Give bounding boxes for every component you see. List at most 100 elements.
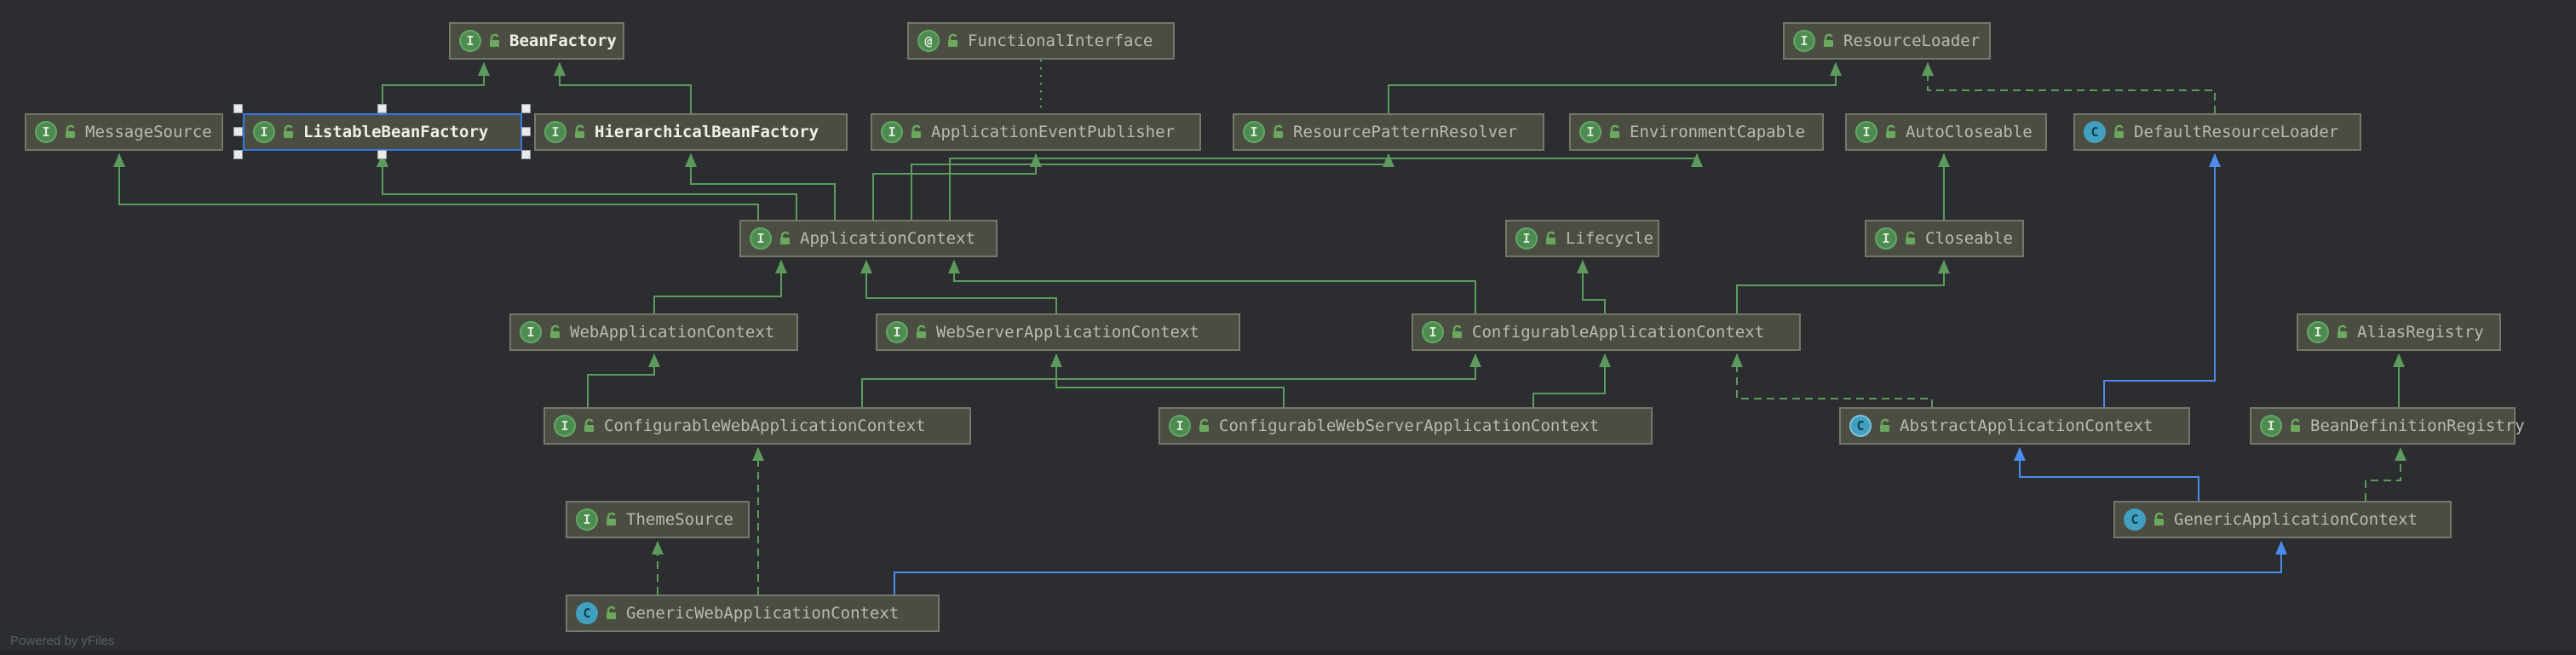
edge-applicationcontext-to-resourcepatternresolver[interactable] [911, 153, 1394, 220]
interface-icon: I [1422, 321, 1444, 343]
node-hierarchical-bean-factory[interactable]: I HierarchicalBeanFactory [534, 113, 848, 151]
node-default-resource-loader[interactable]: C DefaultResourceLoader [2073, 113, 2361, 151]
annotation-icon: @ [917, 30, 940, 52]
public-lock-icon [917, 325, 926, 338]
public-lock-icon [1274, 124, 1283, 138]
node-message-source[interactable]: I MessageSource [25, 113, 223, 151]
node-label: WebServerApplicationContext [936, 323, 1199, 342]
edge-webapplicationcontext-to-applicationcontext[interactable] [653, 260, 787, 313]
edge-genericapplicationcontext-to-beandefinitionregistry[interactable] [2365, 447, 2406, 501]
node-label: AutoCloseable [1906, 123, 2033, 141]
node-auto-closeable[interactable]: I AutoCloseable [1845, 113, 2047, 151]
public-lock-icon [2154, 512, 2164, 526]
edge-abstractapplicationcontext-to-configurableapplicationcontext[interactable] [1731, 353, 1933, 407]
selection-handle[interactable] [233, 127, 243, 136]
node-label: GenericApplicationContext [2174, 510, 2418, 529]
edge-hierarchicalbeanfactory-to-beanfactory[interactable] [554, 62, 692, 113]
public-lock-icon [1906, 231, 1915, 244]
node-resource-loader[interactable]: I ResourceLoader [1783, 22, 1991, 60]
public-lock-icon [2337, 325, 2347, 338]
node-abstract-application-context[interactable]: C AbstractApplicationContext [1839, 407, 2190, 445]
node-configurable-application-context[interactable]: I ConfigurableApplicationContext [1412, 313, 1801, 351]
selection-handle[interactable] [521, 150, 531, 159]
interface-icon: I [1579, 121, 1601, 143]
public-lock-icon [1199, 418, 1209, 432]
node-bean-definition-registry[interactable]: I BeanDefinitionRegistry [2250, 407, 2525, 445]
interface-icon: I [253, 121, 275, 143]
abstract-class-icon: C [1849, 415, 1872, 437]
selection-handle[interactable] [377, 104, 387, 113]
edge-abstractapplicationcontext-to-defaultresourceloader[interactable] [2103, 153, 2221, 407]
edge-configurablewebapplicationcontext-to-configurableapplicationcontext[interactable] [861, 353, 1481, 407]
node-label: ListableBeanFactory [303, 123, 489, 141]
node-theme-source[interactable]: I ThemeSource [566, 501, 750, 538]
node-label: FunctionalInterface [968, 32, 1153, 50]
node-application-event-publisher[interactable]: I ApplicationEventPublisher [871, 113, 1201, 151]
public-lock-icon [2291, 418, 2300, 432]
public-lock-icon [490, 33, 499, 47]
node-web-application-context[interactable]: I WebApplicationContext [509, 313, 798, 351]
node-label: ConfigurableWebApplicationContext [604, 417, 926, 435]
edge-genericapplicationcontext-to-abstractapplicationcontext[interactable] [2014, 447, 2199, 501]
public-lock-icon [1880, 418, 1889, 432]
public-lock-icon [607, 512, 616, 526]
selection-handle[interactable] [521, 127, 531, 136]
public-lock-icon [948, 33, 957, 47]
node-configurable-web-application-context[interactable]: I ConfigurableWebApplicationContext [543, 407, 971, 445]
selection-handle[interactable] [377, 150, 387, 159]
edge-configurablewebapplicationcontext-to-webapplicationcontext[interactable] [587, 353, 660, 407]
selection-handle[interactable] [233, 150, 243, 159]
node-environment-capable[interactable]: I EnvironmentCapable [1569, 113, 1824, 151]
node-bean-factory[interactable]: I BeanFactory [449, 22, 624, 60]
interface-icon: I [1855, 121, 1877, 143]
interface-icon: I [554, 415, 576, 437]
node-label: ConfigurableWebServerApplicationContext [1219, 417, 1600, 435]
node-alias-registry[interactable]: I AliasRegistry [2297, 313, 2501, 351]
node-web-server-application-context[interactable]: I WebServerApplicationContext [876, 313, 1240, 351]
edge-configurablewebserverapplicationcontext-to-configurableapplicationcontext[interactable] [1532, 353, 1611, 407]
node-listable-bean-factory[interactable]: I ListableBeanFactory [243, 113, 522, 151]
node-resource-pattern-resolver[interactable]: I ResourcePatternResolver [1233, 113, 1544, 151]
edge-applicationcontext-to-hierarchicalbeanfactory[interactable] [685, 153, 836, 220]
interface-icon: I [1243, 121, 1265, 143]
edge-webserverapplicationcontext-to-applicationcontext[interactable] [860, 260, 1057, 313]
node-label: BeanDefinitionRegistry [2310, 417, 2525, 435]
node-label: BeanFactory [509, 32, 617, 50]
interface-icon: I [520, 321, 542, 343]
node-label: AbstractApplicationContext [1900, 417, 2153, 435]
node-label: AliasRegistry [2357, 323, 2484, 342]
node-application-context[interactable]: I ApplicationContext [739, 220, 998, 257]
node-functional-interface[interactable]: @ FunctionalInterface [907, 22, 1175, 60]
class-icon: C [2124, 508, 2146, 531]
node-label: EnvironmentCapable [1630, 123, 1805, 141]
interface-icon: I [1875, 227, 1897, 250]
selection-handle[interactable] [521, 104, 531, 113]
public-lock-icon [575, 124, 584, 138]
edge-configurableapplicationcontext-to-lifecycle[interactable] [1577, 260, 1606, 313]
edge-genericwebapplicationcontext-to-genericapplicationcontext[interactable] [894, 541, 2287, 595]
node-closeable[interactable]: I Closeable [1865, 220, 2024, 257]
node-label: GenericWebApplicationContext [626, 604, 900, 623]
edge-configurableapplicationcontext-to-applicationcontext[interactable] [948, 260, 1476, 313]
node-configurable-web-server-application-context[interactable]: I ConfigurableWebServerApplicationContex… [1159, 407, 1653, 445]
node-generic-application-context[interactable]: C GenericApplicationContext [2113, 501, 2452, 538]
node-lifecycle[interactable]: I Lifecycle [1505, 220, 1659, 257]
edge-applicationcontext-to-environmentcapable[interactable] [949, 153, 1703, 220]
edge-defaultresourceloader-to-resourceloader[interactable] [1922, 62, 2216, 113]
yfiles-watermark: Powered by yFiles [10, 634, 115, 648]
node-generic-web-application-context[interactable]: C GenericWebApplicationContext [566, 595, 940, 632]
edge-configurableapplicationcontext-to-closeable[interactable] [1736, 260, 1950, 313]
public-lock-icon [1824, 33, 1833, 47]
public-lock-icon [1610, 124, 1619, 138]
edge-configurablewebserverapplicationcontext-to-webserverapplicationcontext[interactable] [1050, 353, 1285, 407]
edge-resourcepatternresolver-to-resourceloader[interactable] [1388, 62, 1842, 113]
edge-applicationcontext-to-messagesource[interactable] [113, 153, 759, 220]
bottom-strip [0, 650, 2576, 655]
class-icon: C [576, 602, 598, 624]
selection-handle[interactable] [233, 104, 243, 113]
edge-listablebeanfactory-to-beanfactory[interactable] [382, 62, 490, 113]
edge-applicationcontext-to-listablebeanfactory[interactable] [377, 153, 797, 220]
public-lock-icon [607, 606, 616, 619]
